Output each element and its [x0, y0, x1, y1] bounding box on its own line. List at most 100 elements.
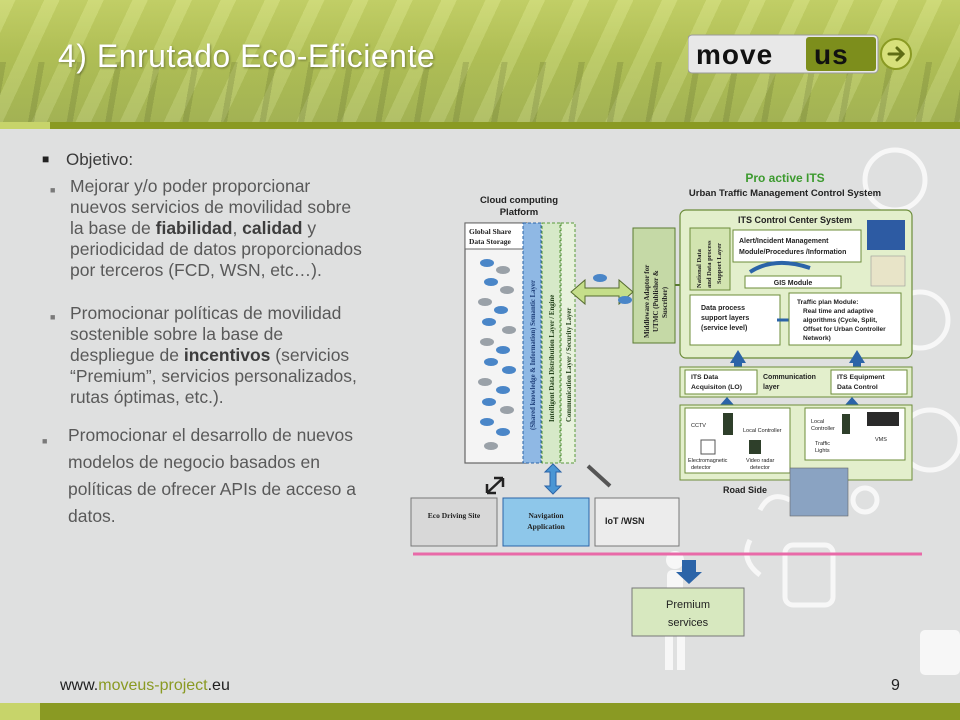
bold-calidad: calidad [242, 218, 303, 238]
electromagnetic-label-2: detector [691, 465, 711, 471]
national-data-label-1: National Data [696, 248, 703, 288]
traffic-label-1: Traffic plan Module: [797, 299, 858, 306]
its-acq-label-2: Acquisiton (LO) [691, 384, 742, 391]
bold-incentivos: incentivos [183, 345, 271, 365]
middleware-adaptor: Middleware Adaptor for UTMC (Publisher &… [632, 227, 676, 344]
gis-module-label: GIS Module [774, 280, 813, 287]
middleware-label-2: UTMC (Publisher & [652, 270, 660, 332]
iot-wsn-box: IoT /WSN [594, 497, 680, 547]
local-controller2-label-1: Local [811, 419, 824, 425]
acquisition-row: ITS Data Acquisiton (LO) Communication l… [679, 366, 913, 398]
national-data-label-2: and Data process [706, 240, 713, 288]
up-arrow-icon [720, 397, 734, 410]
dps-label-3: (service level) [701, 325, 747, 332]
traffic-label-3: algorithms (Cycle, Split, [803, 317, 877, 324]
square-bullet-icon: ■ [42, 152, 50, 166]
traffic-cabinet-icon [723, 413, 733, 435]
traffic-label-5: Network) [803, 335, 831, 342]
its-control-center-label: ITS Control Center System [738, 215, 852, 225]
down-arrow-icon [676, 560, 702, 584]
square-bullet-icon: ■ [42, 436, 48, 446]
dps-label-2: support layers [701, 315, 749, 322]
its-equip-label-1: ITS Equipment [837, 374, 885, 381]
communication-security-layer: Communication Layer / Security Layer [560, 222, 576, 464]
communication-layer-label: Communication Layer / Security Layer [566, 308, 573, 422]
svg-text:move: move [696, 39, 773, 70]
sub-bullet-3: ■ Promocionar el desarrollo de nuevos mo… [42, 422, 412, 530]
objective-bullet: ■ Objetivo: [42, 150, 412, 170]
traffic-lights-label-1: Traffic [815, 441, 830, 447]
video-label-2: detector [750, 465, 770, 471]
utmc-system-title: Urban Traffic Management Control System [689, 188, 881, 199]
vms-sign-icon [867, 412, 899, 426]
up-arrow-icon [730, 350, 746, 370]
comm-label-1: Communication [763, 374, 816, 381]
square-bullet-icon: ■ [50, 312, 56, 322]
global-share-label-1: Global Share [469, 227, 512, 236]
middleware-label-1: Middleware Adaptor for [643, 265, 651, 338]
alert-label-1: Alert/Incident Management [739, 238, 829, 245]
its-control-center: ITS Control Center System National Data … [679, 209, 913, 359]
road-side: CCTV Local Controller Electromagnetic de… [679, 404, 913, 517]
intelligent-layer: Intelligent Data Distribution Layer / En… [541, 222, 561, 464]
premium-label-1: Premium [666, 599, 710, 611]
premium-label-2: services [668, 617, 709, 629]
bold-fiabilidad: fiabilidad [155, 218, 233, 238]
dps-label-1: Data process [701, 305, 745, 312]
content-column: ■ Objetivo: ■ Mejorar y/o poder proporci… [42, 150, 412, 530]
navigation-label-2: Application [527, 522, 565, 531]
diagonal-arrow-icon [485, 476, 505, 495]
footer-url[interactable]: www.moveus-project.eu [60, 677, 230, 694]
premium-services-box: Premium services [631, 587, 745, 637]
curved-arrow-icon [748, 260, 811, 274]
diagonal-double-arrow-icon [586, 464, 612, 488]
traffic-label-2: Real time and adaptive [803, 308, 874, 315]
vertical-double-arrow-icon [543, 463, 563, 495]
national-data-label-3: Support Layer [716, 243, 723, 284]
navigation-label-1: Navigation [528, 511, 564, 520]
cloud-title-1: Cloud computing [480, 195, 558, 206]
intelligent-layer-label: Intelligent Data Distribution Layer / En… [549, 295, 556, 422]
its-equip-label-2: Data Control [837, 384, 878, 391]
global-share-storage: Global Share Data Storage [464, 222, 528, 464]
sub-bullet-1-text: Mejorar y/o poder proporcionar nuevos se… [70, 176, 362, 280]
semantic-layer: (Shared knowledge & Information) Semanti… [522, 222, 542, 464]
iot-label: IoT /WSN [605, 516, 645, 526]
up-arrow-icon [845, 397, 859, 410]
traffic-lights-label-2: Lights [815, 448, 830, 454]
cloud-title-2: Platform [500, 207, 539, 218]
video-label-1: Video radar [746, 458, 775, 464]
objective-label: Objetivo: [66, 150, 134, 169]
sub-bullet-2-text: Promocionar políticas de movilidad soste… [70, 303, 357, 407]
architecture-diagram: Pro active ITS Urban Traffic Management … [410, 171, 922, 637]
page-number: 9 [891, 677, 900, 694]
electromagnetic-label-1: Electromagnetic [688, 458, 728, 464]
square-bullet-icon: ■ [50, 185, 56, 195]
global-share-label-2: Data Storage [469, 237, 512, 246]
local-controller2-label-2: Controller [811, 426, 835, 432]
alert-label-2: Module/Procedures /Information [739, 249, 846, 256]
traffic-label-4: Offset for Urban Controller [803, 326, 886, 333]
sub-bullet-2: ■ Promocionar políticas de movilidad sos… [42, 303, 412, 408]
screen-photo [867, 220, 905, 250]
eco-driving-site-box: Eco Driving Site [410, 497, 498, 547]
slide-title: 4) Enrutado Eco-Eficiente [58, 38, 436, 74]
header-divider [0, 122, 960, 129]
road-photo [789, 467, 849, 517]
moveus-logo: move us [688, 34, 912, 74]
middleware-label-3: Suscriber) [661, 286, 669, 318]
cctv-label: CCTV [691, 423, 706, 429]
map-photo [870, 255, 906, 287]
semantic-layer-label: (Shared knowledge & Information) Semanti… [530, 280, 537, 430]
footer-bar [0, 703, 960, 720]
sub-bullet-3-text: Promocionar el desarrollo de nuevos mode… [68, 425, 356, 526]
double-arrow-icon [570, 274, 634, 306]
local-controller-label: Local Controller [743, 428, 782, 434]
traffic-light-icon [842, 414, 850, 434]
up-arrow-icon [849, 350, 865, 370]
svg-text:us: us [814, 39, 849, 70]
road-side-label: Road Side [723, 485, 767, 495]
comm-label-2: layer [763, 384, 780, 391]
its-acq-label-1: ITS Data [691, 374, 718, 381]
detector-icon [700, 439, 716, 455]
